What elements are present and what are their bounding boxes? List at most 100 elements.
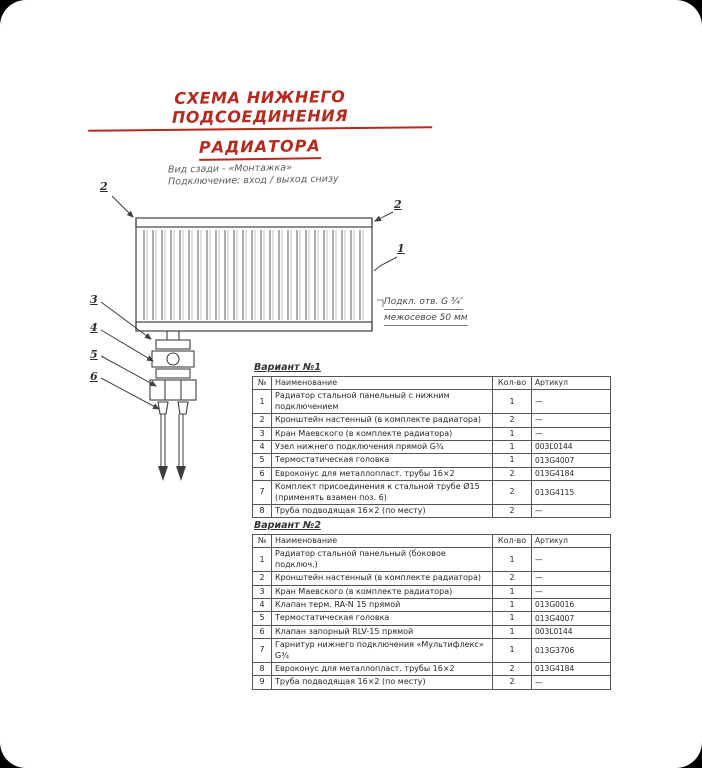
- table-cell: 003L0144: [531, 624, 611, 640]
- table-cell: —: [531, 547, 611, 573]
- callout-bracket-left: 2: [100, 180, 108, 193]
- connection-note-line-1: Подкл. отв. G ¾″: [384, 297, 464, 310]
- table-cell: 003L0144: [531, 439, 611, 455]
- callout-item-4: 4: [90, 321, 98, 334]
- table-cell: 2: [492, 661, 532, 677]
- table-cell: 1: [492, 597, 532, 613]
- table-cell: 013G4007: [531, 611, 611, 626]
- table-cell: 2: [492, 480, 532, 505]
- callout-item-6: 6: [90, 370, 98, 383]
- title-line-2: РАДИАТОРА: [198, 136, 322, 161]
- table-cell: 3: [252, 584, 272, 599]
- table-cell: 1: [492, 389, 532, 415]
- table-cell: 3: [252, 426, 272, 441]
- table-cell: 9: [252, 675, 272, 690]
- table-cell: Комплект присоединения к стальной трубе …: [271, 480, 493, 505]
- callout-bracket-right: 2: [394, 198, 402, 211]
- table-cell: Труба подводящая 16×2 (по месту): [271, 675, 493, 690]
- table-cell: 5: [252, 611, 272, 626]
- table-cell: 013G4115: [531, 480, 611, 505]
- table-cell: 1: [492, 624, 532, 640]
- table-cell: 2: [492, 675, 532, 690]
- flow-arrow-down-left: [158, 466, 168, 481]
- table-cell: 1: [492, 453, 532, 468]
- table-cell: Кронштейн настенный (в комплекте радиато…: [271, 571, 493, 586]
- radiator-fins-shadow: [146, 230, 364, 320]
- table-cell: Термостатическая головка: [271, 611, 493, 626]
- table-cell: 1: [492, 426, 532, 441]
- column-header: Кол-во: [492, 533, 532, 549]
- table-cell: 8: [252, 503, 272, 519]
- note-leader: [377, 299, 384, 307]
- column-header: Кол-во: [492, 375, 532, 391]
- table-cell: Труба подводящая 16×2 (по месту): [271, 503, 493, 519]
- table-cell: 2: [252, 413, 272, 428]
- flow-arrow-down-right: [176, 466, 186, 481]
- table-cell: 2: [492, 571, 532, 586]
- callout-radiator: 1: [397, 242, 405, 255]
- view-note-line-2: Подключение: вход / выход снизу: [168, 173, 339, 188]
- table-cell: —: [531, 584, 611, 599]
- table-cell: 013G4184: [531, 661, 611, 677]
- callout-item-5: 5: [90, 348, 98, 361]
- table-cell: 1: [492, 611, 532, 626]
- table-cell: 1: [252, 547, 272, 573]
- table-cell: 2: [252, 571, 272, 586]
- table-cell: Термостатическая головка: [271, 453, 493, 468]
- table-cell: Радиатор стальной панельный с нижним под…: [271, 389, 493, 415]
- callout-item-3: 3: [90, 293, 98, 306]
- title-line-1: СХЕМА НИЖНЕГО ПОДСОЕДИНЕНИЯ: [87, 86, 433, 132]
- radiator-body: [135, 217, 373, 332]
- table-cell: —: [531, 503, 611, 519]
- table-cell: 2: [492, 466, 532, 482]
- table-cell: 1: [492, 439, 532, 455]
- connection-pipes: [158, 414, 186, 481]
- table-cell: Клапан терм. RA-N 15 прямой: [271, 597, 493, 613]
- table-cell: Клапан запорный RLV-15 прямой: [271, 624, 493, 640]
- table-cell: 4: [252, 439, 272, 455]
- table-cell: 8: [252, 661, 272, 677]
- table-cell: 1: [492, 547, 532, 573]
- valve-assembly: [149, 331, 197, 415]
- spec-table-2-title: Вариант №2: [254, 520, 321, 531]
- column-header: Наименование: [271, 533, 493, 549]
- radiator-fins: [143, 230, 361, 320]
- connection-note: Подкл. отв. G ¾″ межосевое 50 мм: [384, 297, 468, 329]
- table-cell: 1: [492, 584, 532, 599]
- table-cell: 5: [252, 453, 272, 468]
- column-header: Артикул: [531, 533, 611, 549]
- table-cell: Кран Маевского (в комплекте радиатора): [271, 426, 493, 441]
- table-cell: 2: [492, 503, 532, 519]
- table-cell: Кран Маевского (в комплекте радиатора): [271, 584, 493, 599]
- table-cell: —: [531, 426, 611, 441]
- table-cell: 013G4007: [531, 453, 611, 468]
- table-cell: Кронштейн настенный (в комплекте радиато…: [271, 413, 493, 428]
- table-cell: 7: [252, 480, 272, 505]
- table-cell: 6: [252, 624, 272, 640]
- table-cell: Гарнитур нижнего подключения «Мультифлек…: [271, 638, 493, 663]
- table-cell: 6: [252, 466, 272, 482]
- table-cell: Радиатор стальной панельный (боковое под…: [271, 547, 493, 573]
